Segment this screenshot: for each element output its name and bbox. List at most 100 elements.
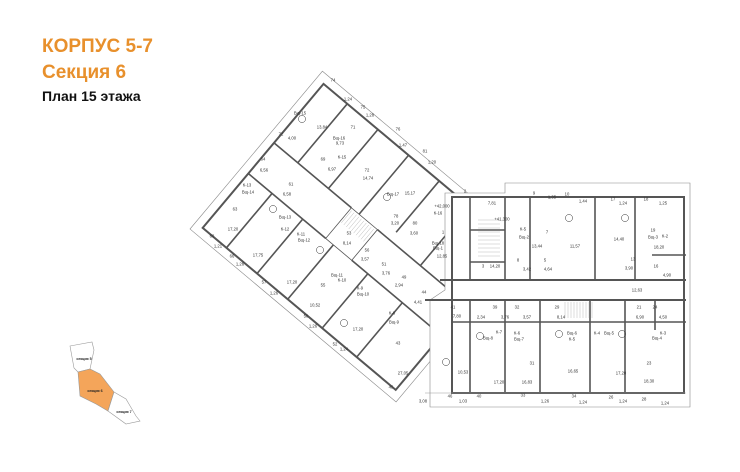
room-label: К-6	[514, 331, 521, 336]
room-label: 80	[413, 221, 418, 226]
room-label: 2	[464, 189, 467, 194]
room-label: 26	[609, 395, 614, 400]
room-label: Вщ-12	[298, 238, 311, 243]
room-label: 31	[530, 361, 535, 366]
room-label: 24	[653, 305, 658, 310]
room-label: 1,26	[309, 324, 318, 329]
room-label: 6,56	[260, 168, 269, 173]
room-label: 17,20	[228, 227, 239, 232]
room-label: 46	[448, 394, 453, 399]
room-label: 18	[644, 197, 649, 202]
stair-step	[353, 220, 365, 234]
room-label: 6,58	[283, 192, 292, 197]
room-label: К-15	[338, 155, 347, 160]
room-label: К-16	[434, 211, 443, 216]
room-label: 1,26	[270, 291, 279, 296]
room-label: К-2	[662, 234, 669, 239]
room-label: 13,44	[532, 244, 543, 249]
room-label: 17,20	[616, 371, 627, 376]
room-label: К-5	[520, 227, 527, 232]
apartment-marker[interactable]	[340, 319, 348, 327]
room-label: 27,05	[398, 371, 409, 376]
room-label: 32	[515, 305, 520, 310]
room-label: 39	[493, 305, 498, 310]
stair-step	[358, 224, 369, 238]
apartment-marker[interactable]	[269, 205, 277, 213]
room-label: 1,21	[214, 244, 223, 249]
wall	[297, 103, 348, 164]
room-label: 10,53	[458, 370, 469, 375]
wall	[273, 142, 352, 209]
room-label: 1,25	[659, 201, 668, 206]
room-label: 7,80	[453, 314, 462, 319]
room-label: Вщ-14	[242, 190, 255, 195]
room-label: 14,40	[614, 237, 625, 242]
wall	[327, 128, 379, 190]
wall	[351, 259, 442, 337]
stair-step	[355, 222, 367, 236]
room-label: К-9	[357, 286, 364, 291]
room-label: 1,24	[619, 399, 628, 404]
room-label: 3,90	[625, 266, 634, 271]
room-label: 16,83	[522, 380, 533, 385]
room-label: 49	[402, 275, 407, 280]
room-label: 9,73	[336, 141, 345, 146]
room-label: Вщ-18	[432, 241, 445, 246]
room-label: Вщ-17	[387, 192, 400, 197]
room-label: 17,20	[287, 280, 298, 285]
room-label: 7	[546, 230, 549, 235]
room-label: 16	[654, 264, 659, 269]
stair-step	[346, 214, 357, 228]
room-label: 8	[517, 258, 520, 263]
room-labels: 741,24751,28761,47811,20Вщ-1513,84Вщ-169…	[210, 78, 672, 406]
room-label: 56	[365, 248, 370, 253]
minimap-section-7[interactable]	[107, 391, 141, 425]
stair-step	[360, 226, 372, 240]
room-label: К-13	[243, 183, 252, 188]
room-label: 55	[321, 283, 326, 288]
apartment-marker[interactable]	[618, 330, 626, 338]
room-label: 72	[365, 168, 370, 173]
room-label: Вщ-13	[279, 215, 292, 220]
room-label: 1,24	[661, 401, 670, 406]
apartment-marker[interactable]	[555, 330, 563, 338]
room-label: Вщ-16	[333, 136, 346, 141]
room-label: 44	[422, 290, 427, 295]
room-label: 2,34	[477, 315, 486, 320]
room-label: 19	[651, 228, 656, 233]
room-label: +42,000	[434, 204, 450, 209]
wall	[358, 154, 410, 215]
room-label: 8,14	[343, 241, 352, 246]
room-label: 74	[331, 78, 336, 83]
room-label: К-11	[297, 232, 306, 237]
room-label: Вщ-9	[389, 320, 400, 325]
room-label: 1,47	[399, 143, 408, 148]
apartment-marker[interactable]	[442, 358, 450, 366]
apartment-marker[interactable]	[316, 246, 324, 254]
room-label: 29	[555, 305, 560, 310]
apartment-marker[interactable]	[383, 193, 391, 201]
room-label: 11,57	[570, 244, 581, 249]
room-label: 12,63	[632, 288, 643, 293]
right-block	[425, 182, 691, 408]
room-label: 3,57	[361, 257, 370, 262]
room-label: 1,24	[619, 201, 628, 206]
room-label: +41,300	[494, 217, 510, 222]
room-label: 4,64	[544, 267, 553, 272]
wall	[247, 172, 327, 240]
apartment-marker[interactable]	[621, 214, 629, 222]
stair-step	[351, 218, 362, 232]
room-label: К-5	[569, 337, 576, 342]
wall	[395, 180, 440, 233]
stair-step	[348, 216, 360, 230]
room-label: 63	[233, 207, 238, 212]
room-label: 17,75	[253, 253, 264, 258]
room-label: 3,42	[523, 267, 532, 272]
room-label: Вщ-11	[331, 273, 344, 278]
room-label: 1,24	[344, 97, 353, 102]
room-label: Вщ-10	[357, 292, 370, 297]
room-label: Вщ-7	[514, 337, 525, 342]
apartment-marker[interactable]	[298, 115, 306, 123]
apartment-marker[interactable]	[476, 332, 484, 340]
apartment-marker[interactable]	[565, 214, 573, 222]
